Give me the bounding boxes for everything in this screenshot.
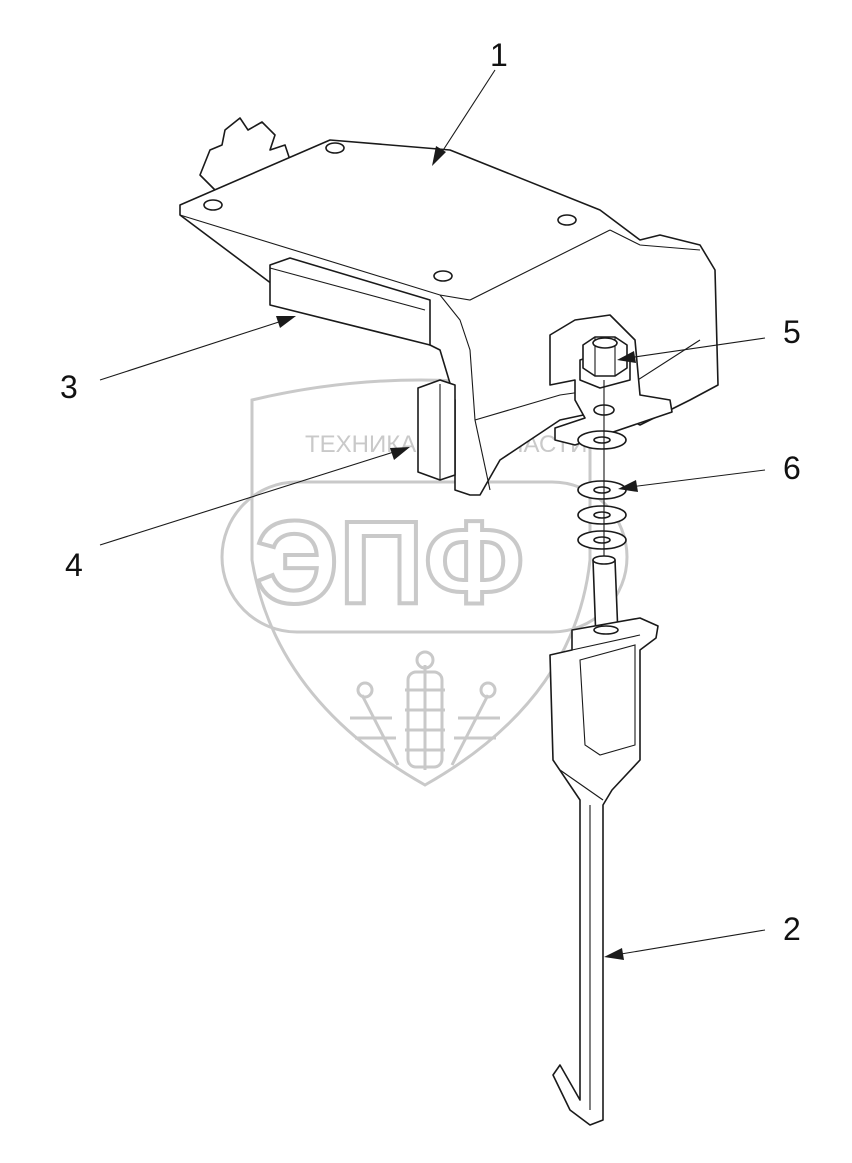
leader-line-5 [627, 337, 766, 359]
watermark-shield [250, 378, 592, 787]
wheat-icon [350, 650, 500, 770]
callout-label-1: 1 [490, 37, 508, 73]
callout-6: 6 [618, 450, 801, 492]
watermark-logo-text: ЭПФ [255, 497, 524, 629]
side-block [417, 379, 456, 481]
leader-line-2 [614, 929, 766, 956]
hex-nut [579, 336, 631, 389]
watermark-oval [220, 480, 629, 634]
leader-arrow-3 [276, 316, 296, 328]
leader-line-4 [99, 449, 401, 546]
leader-arrow-1 [432, 146, 446, 166]
leader-line-3 [99, 319, 286, 381]
leader-line-1 [439, 69, 496, 156]
callout-4: 4 [65, 447, 410, 583]
callout-5: 5 [617, 314, 801, 363]
callout-label-5: 5 [783, 314, 801, 350]
leader-arrow-5 [617, 351, 636, 363]
fork-rod [549, 555, 659, 1126]
callout-1: 1 [432, 37, 508, 166]
leader-arrow-4 [390, 447, 410, 460]
callout-label-3: 3 [60, 369, 78, 405]
callout-2: 2 [604, 911, 801, 960]
leader-arrow-2 [604, 948, 624, 960]
callout-label-2: 2 [783, 911, 801, 947]
washer-stack [577, 430, 627, 550]
callout-label-4: 4 [65, 547, 83, 583]
leader-line-6 [629, 469, 766, 488]
leader-arrow-6 [618, 480, 638, 492]
upper-pad [269, 257, 431, 346]
callout-3: 3 [60, 316, 296, 405]
callout-label-6: 6 [783, 450, 801, 486]
